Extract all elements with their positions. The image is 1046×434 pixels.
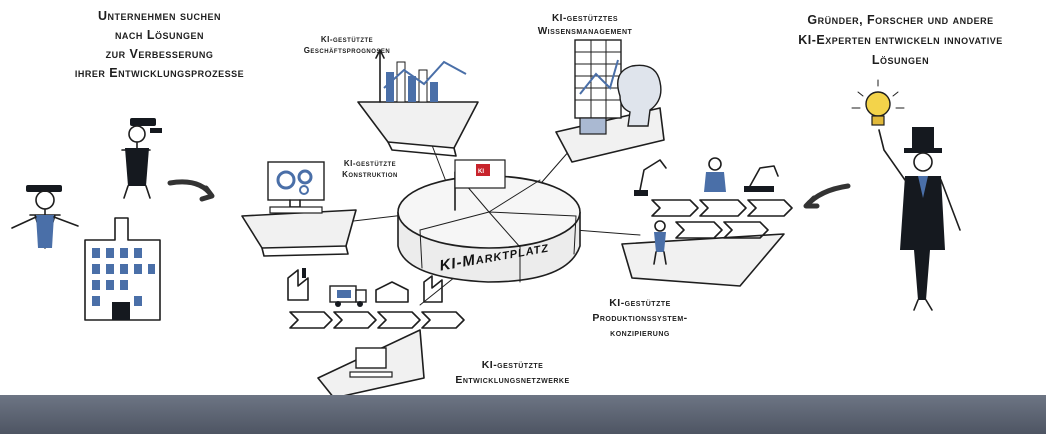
office-building: [84, 217, 161, 321]
spreadsheet-icon: [574, 39, 622, 119]
label-line: KI-gestützte: [609, 297, 671, 309]
person-with-binoculars: [11, 185, 79, 249]
lightbulb-icon: [851, 79, 905, 126]
label-line: Entwicklungsnetzwerke: [455, 374, 570, 386]
marketplace-platform: KI KI-Marktplatz: [397, 159, 581, 283]
process-chevrons: [651, 199, 793, 239]
companies-caption: Unternehmen suchen nach Lösungen zur Ver…: [32, 7, 287, 83]
computer-icon: [349, 347, 393, 378]
truck-icon: [329, 285, 367, 307]
founder-figure: [878, 127, 961, 311]
construction-label: KI-gestützte Konstruktion: [325, 158, 415, 180]
caption-line: Lösungen: [871, 53, 930, 67]
label-line: Geschäftsprognosen: [303, 46, 391, 55]
label-line: KI-gestütztes: [551, 13, 619, 24]
caption-line: Gründer, Forscher und andere: [807, 13, 994, 27]
warehouse-icon: [375, 281, 409, 303]
caption-line: ihrer Entwicklungsprozesse: [74, 66, 245, 80]
label-line: KI-gestützte: [343, 159, 397, 168]
computer-icon: [267, 161, 325, 214]
caption-line: zur Verbesserung: [105, 47, 214, 61]
robot-arm-icon: [634, 159, 667, 196]
bottom-bar: [0, 395, 1046, 434]
caption-line: KI-Experten entwickeln innovative: [798, 33, 1003, 47]
flag-label: KI: [478, 169, 484, 175]
flag-icon: KI: [454, 159, 506, 211]
networks-section: [287, 268, 465, 399]
companies-group: [11, 118, 162, 321]
production-planning-label: KI-gestützte Produktionssystem- konzipie…: [565, 296, 715, 341]
label-line: KI-gestützte: [320, 35, 374, 44]
founders-caption: Gründer, Forscher und andere KI-Experten…: [758, 10, 1043, 70]
knowledge-management-label: KI-gestütztes Wissensmanagement: [510, 12, 660, 38]
business-forecasts-section: [357, 49, 479, 157]
robot-arm-icon: [744, 165, 779, 192]
business-forecasts-label: KI-gestützte Geschäftsprognosen: [282, 34, 412, 56]
caption-line: nach Lösungen: [114, 28, 205, 42]
label-line: Produktionssystem-: [592, 312, 688, 324]
presenter-icon: [653, 220, 667, 265]
knowledge-management-section: [555, 39, 665, 163]
person-with-telescope: [121, 118, 162, 199]
label-line: KI-gestützte: [481, 359, 544, 371]
construction-section: [241, 161, 357, 257]
label-line: Wissensmanagement: [537, 26, 633, 37]
brain-icon: [617, 64, 662, 127]
production-planning-section: [621, 157, 793, 287]
left-arrow-icon: [803, 183, 851, 209]
factory-icon: [287, 268, 309, 301]
label-line: Konstruktion: [342, 170, 398, 179]
book-icon: [579, 117, 607, 135]
worker-icon: [704, 157, 726, 192]
factory-icon: [423, 275, 443, 303]
bar-chart-icon: [375, 49, 467, 103]
right-arrow-icon: [167, 179, 215, 202]
caption-line: Unternehmen suchen: [97, 9, 221, 23]
label-line: konzipierung: [610, 327, 670, 339]
founders-group: [851, 79, 961, 311]
networks-label: KI-gestützte Entwicklungsnetzwerke: [415, 358, 610, 388]
process-chevrons: [289, 311, 465, 329]
